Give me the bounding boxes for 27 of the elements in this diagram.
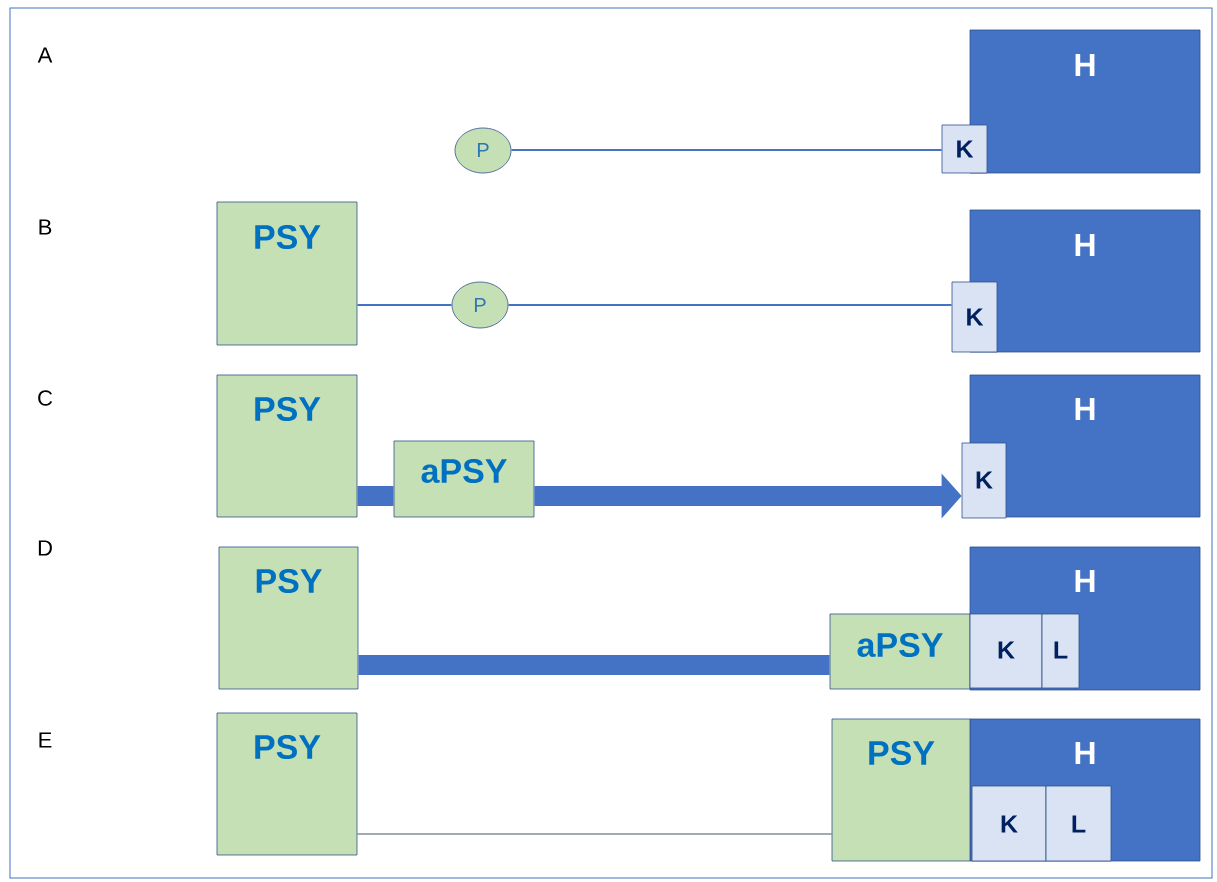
row-letter: E	[39, 732, 52, 748]
component-box: PSY	[216, 374, 358, 518]
key-box: K	[969, 613, 1043, 689]
circle-node: P	[454, 127, 512, 174]
key-box: K	[971, 785, 1047, 862]
connector	[357, 486, 394, 506]
component-box: aPSY	[829, 613, 971, 690]
row-letter: A	[37, 47, 53, 63]
row-letter: C	[38, 390, 53, 406]
key-box: K	[941, 124, 988, 174]
connector	[357, 303, 452, 307]
row-letter: B	[39, 219, 52, 235]
key-box: L	[1045, 785, 1112, 862]
key-box: K	[961, 442, 1007, 519]
component-box: PSY	[831, 718, 971, 862]
key-box: K	[951, 281, 998, 353]
component-box: aPSY	[393, 440, 535, 518]
connector	[358, 655, 830, 675]
component-box: PSY	[216, 712, 358, 856]
component-box: PSY	[218, 546, 359, 690]
component-box: PSY	[216, 201, 358, 346]
connector	[511, 148, 942, 152]
key-box: L	[1041, 613, 1080, 689]
circle-node: P	[451, 281, 509, 329]
connector	[356, 833, 833, 835]
row-letter: D	[38, 540, 52, 556]
connector	[508, 303, 952, 307]
